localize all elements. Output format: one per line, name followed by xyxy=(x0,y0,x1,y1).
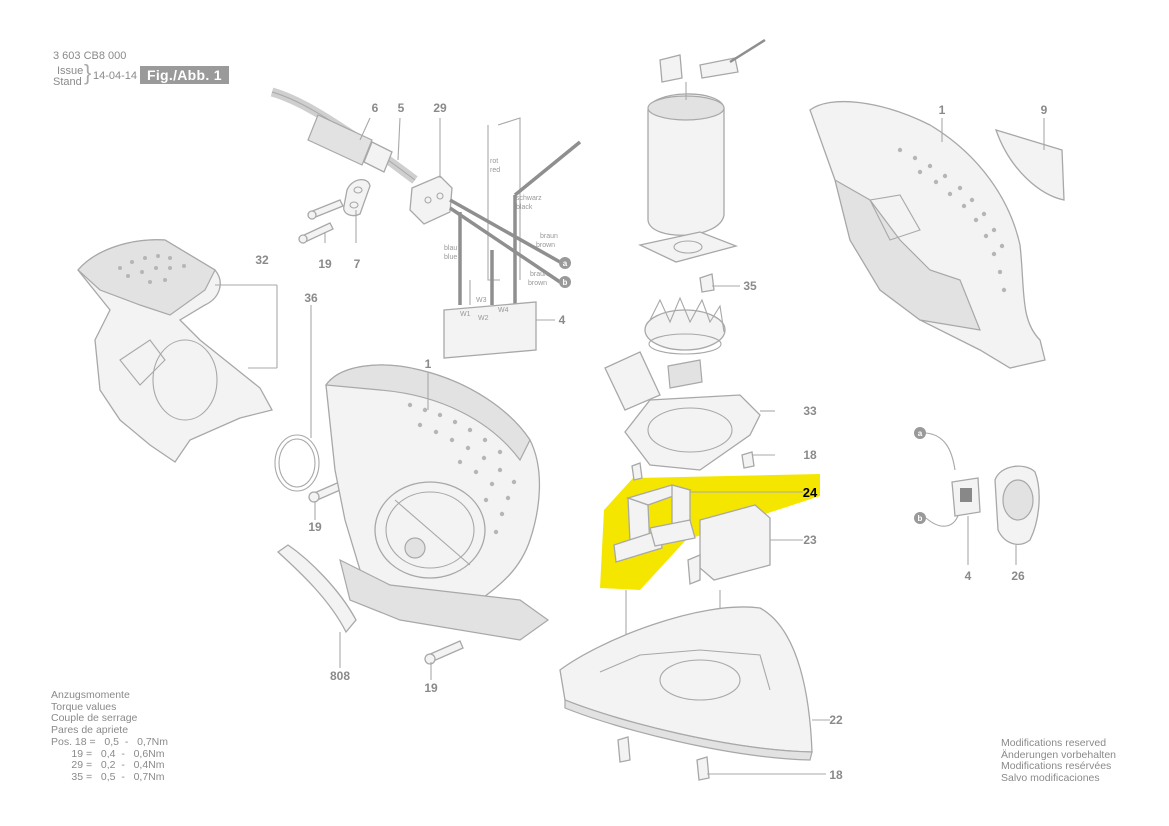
document-number: 3 603 CB8 000 xyxy=(53,50,127,62)
wire-label-w4: W4 xyxy=(498,307,509,314)
callout-19-left: 19 xyxy=(308,520,322,534)
callout-6: 6 xyxy=(372,101,379,115)
stand-label: Stand xyxy=(53,76,82,88)
wire-end-a: a xyxy=(563,259,568,268)
callout-23: 23 xyxy=(803,533,817,547)
callout-4-right: 4 xyxy=(965,569,972,583)
o-ring-36 xyxy=(274,305,320,492)
wire-label-blau: blau xyxy=(444,245,457,252)
wire-label-w2: W2 xyxy=(478,315,489,322)
callout-4-left: 4 xyxy=(559,313,566,327)
callout-808: 808 xyxy=(330,669,350,683)
switch-wire-b: b xyxy=(918,514,923,523)
callout-35: 35 xyxy=(743,279,757,293)
callout-18-mid: 18 xyxy=(803,448,817,462)
screw-19-bottom xyxy=(424,640,464,680)
callout-1-center: 1 xyxy=(425,357,432,371)
vent-dots xyxy=(407,402,517,535)
wire-label-schwarz: schwarz xyxy=(516,195,542,202)
callout-24: 24 xyxy=(803,485,818,500)
base-plate-22 xyxy=(559,606,830,761)
wire-label-w3: W3 xyxy=(476,297,487,304)
callout-1-right: 1 xyxy=(939,103,946,117)
motor-assembly xyxy=(604,38,775,481)
callout-36: 36 xyxy=(304,291,318,305)
fan-35 xyxy=(644,296,726,355)
issue-date: 14-04-14 xyxy=(93,70,138,82)
housing-cover-32 xyxy=(77,239,278,463)
issue-label: Issue xyxy=(57,65,84,77)
wire-label-blue: blue xyxy=(444,254,457,261)
terminal-block-29 xyxy=(409,118,453,225)
screws-18-bottom xyxy=(617,736,826,781)
cord-clamp-and-screws xyxy=(298,179,371,244)
callout-29: 29 xyxy=(433,101,447,115)
wire-label-braun2: braun xyxy=(530,271,548,278)
modifications-notes: Modifications reserved Änderungen vorbeh… xyxy=(1001,737,1117,785)
callout-9: 9 xyxy=(1041,103,1048,117)
wire-label-brown2: brown xyxy=(528,280,547,287)
switch-wire-a: a xyxy=(918,429,923,438)
callout-numbers: 6 5 29 19 7 32 36 4 1 19 808 19 35 33 18… xyxy=(255,101,1047,782)
callout-22: 22 xyxy=(829,713,843,727)
wire-label-red: red xyxy=(490,167,500,174)
wire-end-b: b xyxy=(563,278,568,287)
callout-32: 32 xyxy=(255,253,269,267)
callout-26: 26 xyxy=(1011,569,1025,583)
wiring-and-capacitor xyxy=(443,117,582,359)
wire-label-black: black xyxy=(516,204,533,211)
callout-19-bottom: 19 xyxy=(424,681,438,695)
callout-19-top: 19 xyxy=(318,257,332,271)
callout-33: 33 xyxy=(803,404,817,418)
bracket-23 xyxy=(625,504,803,700)
right-housing-1 xyxy=(809,101,1046,369)
wire-label-brown1: brown xyxy=(536,242,555,249)
figure-label: Fig./Abb. 1 xyxy=(140,66,229,84)
label-9 xyxy=(994,118,1065,201)
power-cord xyxy=(270,87,418,184)
callout-7: 7 xyxy=(354,257,361,271)
callout-5: 5 xyxy=(398,101,405,115)
main-housing-1 xyxy=(324,364,550,641)
brace-glyph: } xyxy=(84,60,92,85)
bracket-24 xyxy=(613,484,803,563)
switch-4-and-cap-26 xyxy=(914,427,1040,565)
wire-label-rot: rot xyxy=(490,158,498,165)
torque-values-notes: Anzugsmomente Torque values Couple de se… xyxy=(51,689,169,783)
strip-808 xyxy=(276,544,357,668)
wire-label-w1: W1 xyxy=(460,311,471,318)
wire-label-braun1: braun xyxy=(540,233,558,240)
callout-18-bottom: 18 xyxy=(829,768,843,782)
